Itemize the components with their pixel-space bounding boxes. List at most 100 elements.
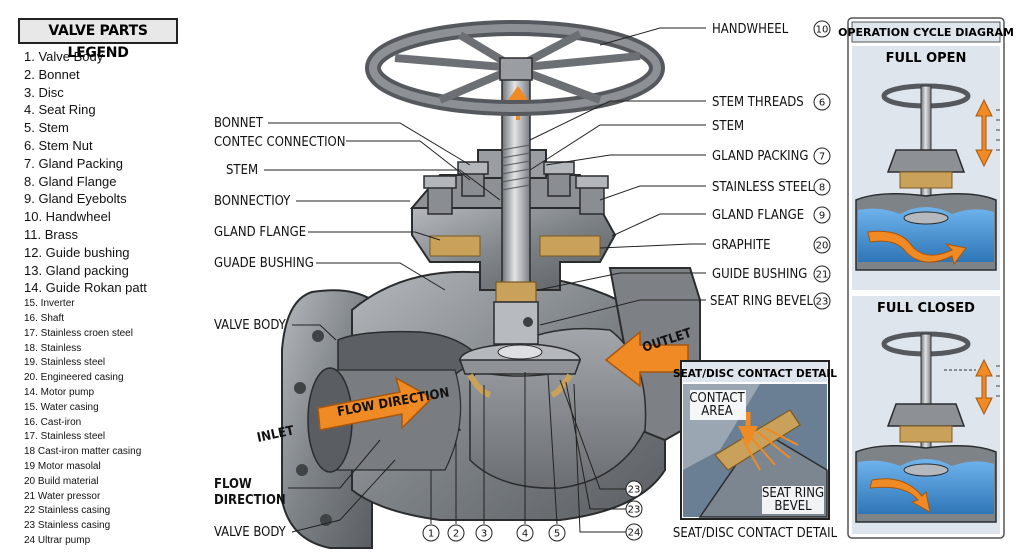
label-handwheel: HANDWHEEL [712,22,789,37]
legend-list: 1. Valve Body 2. Bonnet 3. Disc 4. Seat Rin… [24,48,204,549]
label-guide-bushing: GUIDE BUSHING [712,267,807,282]
label-gland-flange-left: GLAND FLANGE [214,225,306,240]
valve-body [281,267,701,549]
detail-caption: SEAT/DISC CONTACT DETAIL [673,526,838,541]
legend-item: 24 Ultrar pump [24,534,91,546]
legend-item: 6. Stem Nut [24,137,93,153]
legend-item: 17. Stainless steel [24,431,106,443]
detail-bevel-1: SEAT RING [762,486,824,501]
label-gland-packing: GLAND PACKING [712,149,808,164]
label-bonnet: BONNET [214,116,264,131]
callout-circle [475,524,493,542]
legend-item: 22 Stainless casing [24,505,111,517]
legend-item: 16. Shaft [24,312,65,324]
label-valve-body-bottom: VALVE BODY [214,525,287,540]
label-guade-bushing: GUADE BUSHING [214,256,314,271]
legend-item: 16. Cast-iron [24,416,82,428]
callout-number: 3 [481,529,487,540]
handwheel[interactable] [365,20,665,116]
cycle-full-closed: FULL CLOSED [877,301,975,316]
legend-item: 8. Gland Flange [24,173,117,189]
legend-title: VALVE PARTS LEGEND [18,18,178,61]
legend-item: 23 Stainless casing [24,520,111,532]
legend-item: 9. Gland Eyebolts [24,191,127,207]
legend-item: 1. Valve Body [24,49,104,64]
detail-title: SEAT/DISC CONTACT DETAIL [673,368,837,380]
label-flow-2: DIRECTION [214,493,286,508]
callout-circle [422,524,440,542]
legend-item: 7. Gland Packing [24,155,124,171]
callout-9: 9 [819,211,825,222]
label-contec-connection: CONTEC CONNECTION [214,135,346,150]
right-callout-numbers: 10 6 7 8 9 20 21 23 [813,20,831,310]
callout-21: 21 [816,270,829,281]
label-gland-flange-right: GLAND FLANGE [712,208,804,223]
label-stem-left: STEM [226,163,258,178]
label-graphite: GRAPHITE [712,238,771,253]
label-stainless-steel: STAINLESS STEEL [712,180,815,195]
legend-item: 5. Stem [24,120,69,136]
callout-circle [516,524,534,542]
legend-item: 12. Guide bushing [24,244,130,260]
callout-circle [625,480,643,498]
disc [458,343,582,398]
legend-item: 10. Handwheel [24,209,111,225]
callout-number: 4 [522,529,528,540]
callout-8: 8 [819,183,825,194]
legend-item: 18. Stainless [24,342,82,354]
label-stem-right: STEM [712,119,744,134]
callout-10: 10 [816,25,829,36]
legend-item: 20 Build material [24,475,99,487]
legend-item: 2. Bonnet [24,66,80,82]
detail-bevel-2: BEVEL [774,499,812,514]
legend-item: 20. Engineered casing [24,372,124,384]
legend-item: 18 Cast-iron matter casing [24,446,142,458]
label-flow-1: FLOW [214,477,252,492]
callout-20: 20 [816,241,829,252]
label-valve-body-top: VALVE BODY [214,318,287,333]
detail-contact-1: CONTACT [689,391,745,406]
mini-valve-closed [855,331,1000,523]
legend-item: 15. Inverter [24,298,75,310]
legend-item: 17. Stainless croen steel [24,327,133,339]
callout-6: 6 [819,98,825,109]
legend-item: 14. Motor pump [24,386,95,398]
legend-item: 21 Water pressor [24,490,101,502]
label-stem-threads: STEM THREADS [712,95,804,110]
callout-23: 23 [816,297,829,308]
label-seat-ring-bevel: SEAT RING BEVEL [710,294,814,309]
callout-number: 24 [628,528,641,539]
gland-eyebolt [423,161,609,215]
callout-number: 2 [453,529,459,540]
detail-contact-2: AREA [701,404,733,419]
callout-number: 5 [554,529,560,540]
callout-number: 23 [628,485,641,496]
seat-disc-detail-panel: SEAT/DISC CONTACT DETAIL CONTACT AREA SE… [673,360,838,541]
right-leader-lines [529,27,706,326]
left-leader-lines [264,122,501,533]
callout-7: 7 [819,152,825,163]
legend-item: 15. Water casing [24,401,99,413]
bottom-leader-lines [430,372,626,533]
legend-item: 14. Guide Rokan patt [24,280,147,296]
legend-item: 3. Disc [24,84,64,100]
callout-number: 1 [428,529,434,540]
label-bonnectioy: BONNECTIOY [214,194,291,209]
callout-circle [548,524,566,542]
cycle-full-open: FULL OPEN [886,51,967,66]
stem [493,69,539,371]
operation-cycle-panel: OPERATION CYCLE DIAGRAM FULL OPEN FULL C… [838,17,1014,539]
legend-item: 4. Seat Ring [24,102,96,118]
legend-item: 11. Brass [24,226,78,242]
legend-item: 13. Gland packing [24,262,129,278]
legend-item: 19. Stainless steel [24,357,106,369]
callout-number: 23 [628,505,641,516]
callout-circle [625,500,643,518]
legend-item: 19 Motor masolal [24,460,101,472]
mini-valve-open [855,83,1000,271]
cycle-title: OPERATION CYCLE DIAGRAM [838,26,1014,39]
callout-circle [625,523,643,541]
callout-circle [447,524,465,542]
